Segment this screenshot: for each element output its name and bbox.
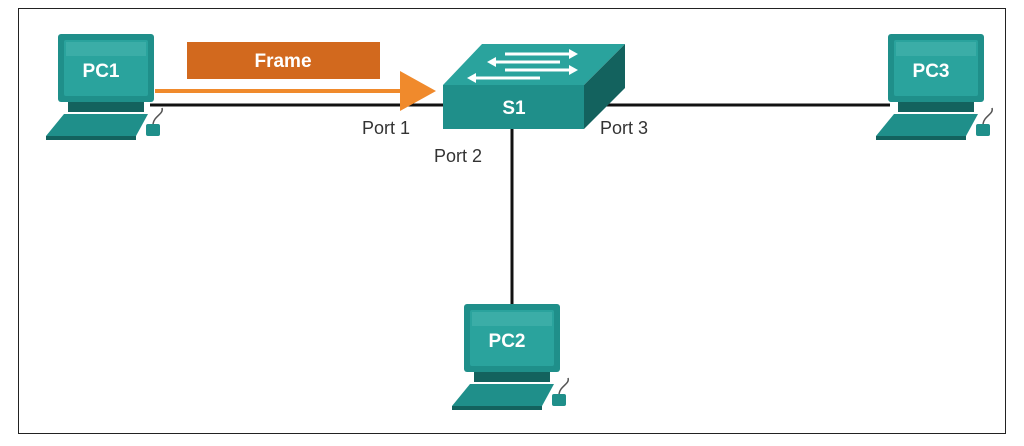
pc3-computer-icon: PC3 [875,33,994,141]
pc2-computer-icon: PC2 [451,303,570,411]
pc3-label: PC3 [913,61,950,82]
switch-s1-label: S1 [502,98,526,119]
port3-label: Port 3 [600,118,648,138]
pc1-label: PC1 [83,61,120,82]
pc1-computer-icon: PC1 [45,33,164,141]
switch-s1-icon: S1 [443,44,625,129]
switch-arrows-icon [467,49,578,83]
pc2-label: PC2 [489,331,526,352]
port2-label: Port 2 [434,146,482,166]
frame-label-box: Frame [187,42,380,79]
frame-label: Frame [254,51,311,72]
port1-label: Port 1 [362,118,410,138]
